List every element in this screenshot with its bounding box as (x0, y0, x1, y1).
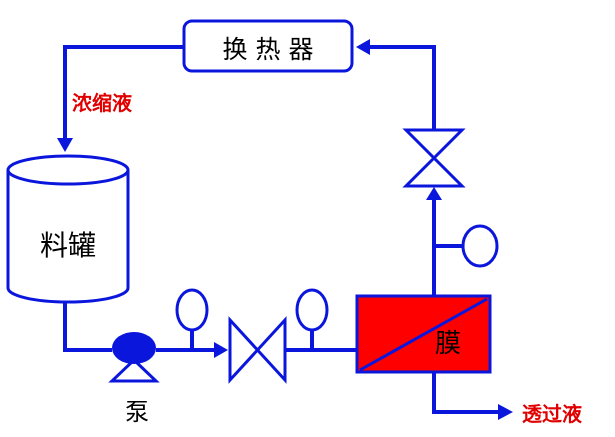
arrow-into-exchanger (356, 39, 370, 55)
pipe-top-valve-to-exchanger (368, 45, 436, 130)
arrow-into-valve (214, 342, 228, 358)
arrow-permeate-out (498, 404, 513, 420)
concentrate-label: 浓缩液 (72, 91, 133, 115)
arrow-up-to-valve (426, 187, 442, 200)
arrow-into-tank (57, 138, 73, 152)
gauge-membrane-inlet (295, 288, 329, 332)
permeate-label: 透过液 (522, 402, 583, 426)
pump: 泵 (108, 332, 160, 426)
heat-exchanger: 换 热 器 (182, 19, 354, 73)
membrane-module: 膜 (355, 294, 492, 374)
pressure-gauges (175, 224, 499, 332)
pipe-tank-to-pump (63, 300, 112, 352)
tank-label: 料罐 (40, 229, 96, 262)
gauge-pump-outlet (175, 288, 209, 332)
pipe-exchanger-to-tank (63, 45, 184, 140)
feed-tank: 料罐 (6, 154, 130, 304)
return-valve-symbol (402, 128, 466, 188)
heat-exchanger-label: 换 热 器 (223, 35, 314, 64)
pump-label: 泵 (125, 398, 149, 426)
tank-top (6, 154, 130, 186)
membrane-diagonal (359, 297, 488, 372)
flow-arrows (57, 39, 513, 420)
inlet-valve (228, 316, 287, 384)
pipe-permeate-out (432, 372, 500, 414)
pump-body (112, 332, 156, 364)
membrane-label: 膜 (435, 329, 461, 359)
tank-body (6, 170, 130, 304)
pipelines (63, 45, 500, 414)
gauge-membrane-outlet (461, 224, 499, 268)
heat-exchanger-box (182, 19, 354, 73)
pump-stand (108, 357, 160, 383)
return-valve (402, 128, 466, 188)
inlet-valve-symbol (228, 316, 287, 384)
